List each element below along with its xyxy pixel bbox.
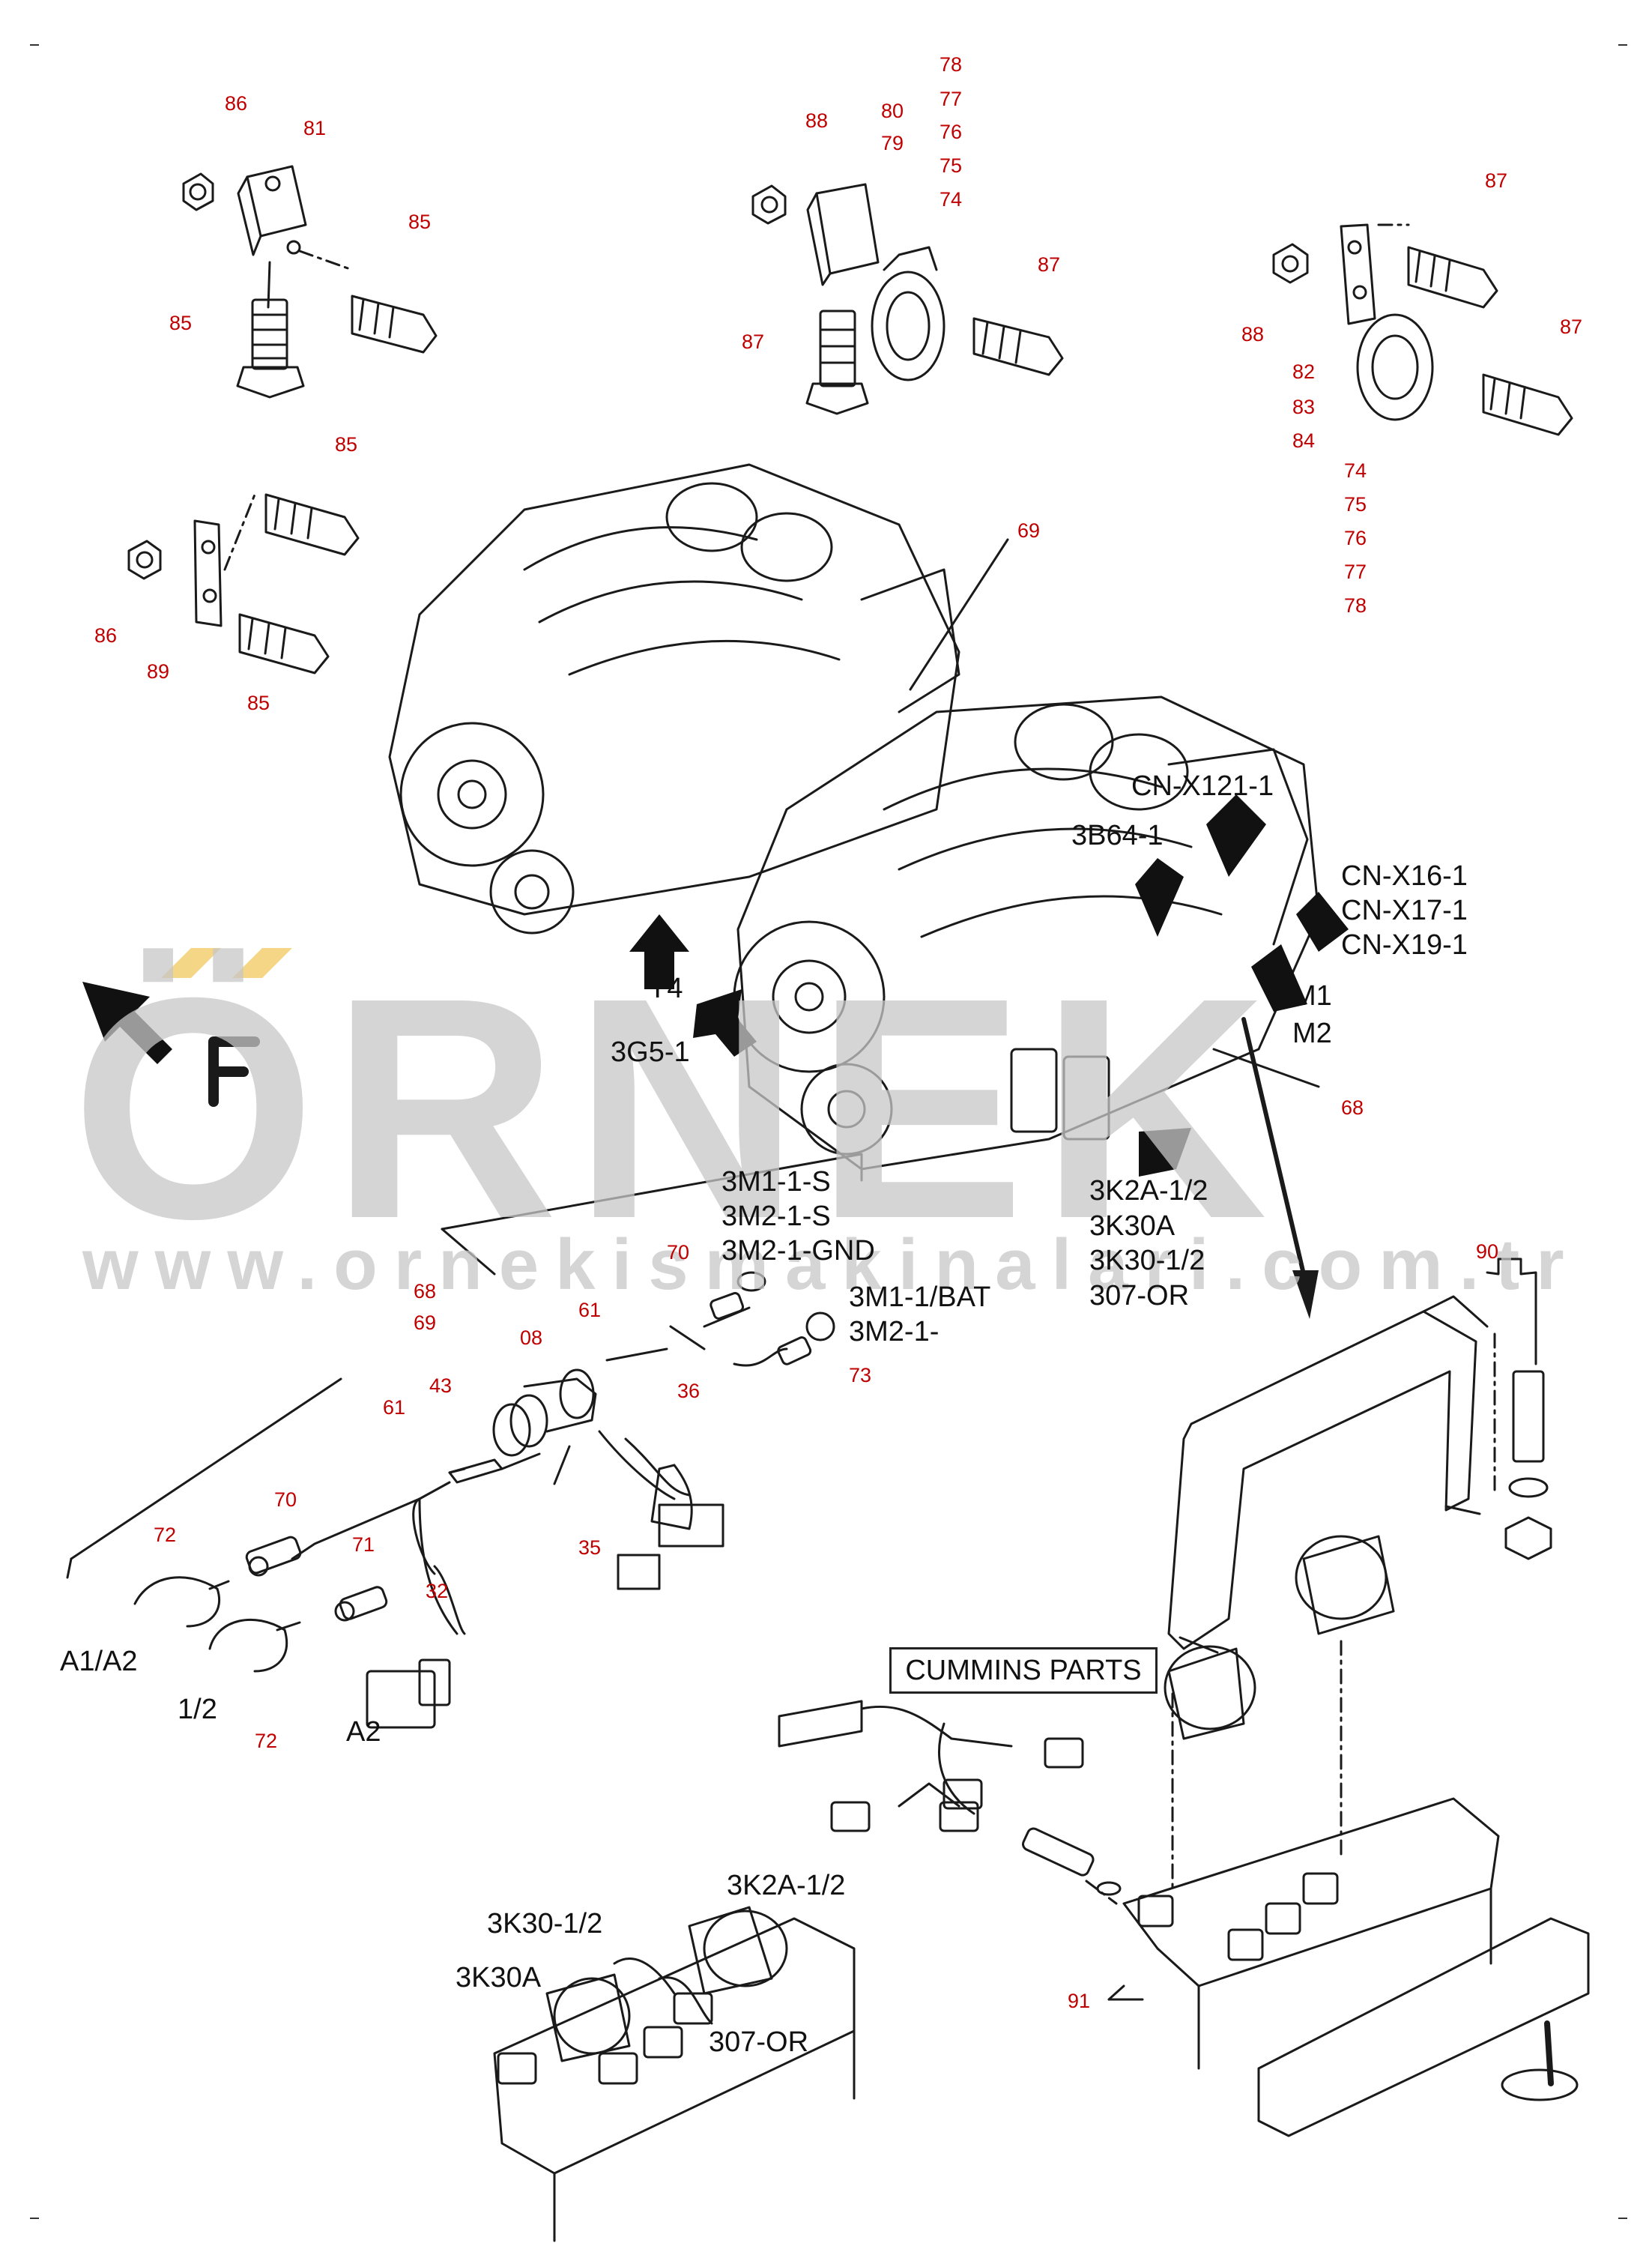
tag-cn-x16-1: CN-X16-1 [1341, 860, 1468, 892]
tag-m2: M2 [1292, 1018, 1332, 1049]
tag-3m1-1-s: 3M1-1-S [721, 1166, 831, 1198]
tag-1-2: 1/2 [178, 1694, 217, 1725]
tag-3m2-1-gnd: 3M2-1-GND [721, 1235, 875, 1267]
part-number-77: 77 [1344, 561, 1367, 583]
part-number-74: 74 [940, 188, 963, 211]
tag-3k30-1-2: 3K30-1/2 [487, 1908, 603, 1940]
part-number-79: 79 [881, 132, 904, 154]
part-number-78: 78 [1344, 594, 1367, 617]
tag-307-or: 307-OR [1089, 1280, 1190, 1311]
part-number-84: 84 [1292, 429, 1316, 452]
tag-3m2-1-s: 3M2-1-S [721, 1201, 831, 1232]
part-number-87: 87 [1038, 253, 1061, 276]
part-number-68: 68 [414, 1280, 437, 1302]
part-number-85: 85 [335, 433, 358, 456]
part-number-90: 90 [1476, 1240, 1499, 1263]
part-number-76: 76 [940, 121, 963, 143]
orientation-F-icon [208, 1036, 260, 1107]
part-number-86: 86 [94, 624, 118, 647]
tag-3b64-1: 3B64-1 [1071, 820, 1164, 851]
solenoid-plate-91 [778, 1535, 1590, 2137]
part-number-87: 87 [742, 330, 765, 353]
pointer-arrows [82, 794, 1349, 1177]
part-number-87: 87 [1560, 316, 1583, 338]
bracket-89-assembly [127, 493, 360, 674]
part-number-86: 86 [225, 92, 248, 115]
part-number-72: 72 [255, 1730, 278, 1752]
leader-68 [1212, 1048, 1320, 1088]
part-number-70: 70 [667, 1241, 690, 1264]
part-number-78: 78 [940, 53, 963, 76]
tag-3k30a: 3K30A [456, 1962, 542, 1993]
part-number-61: 61 [578, 1299, 602, 1321]
part-number-76: 76 [1344, 527, 1367, 549]
part-number-43: 43 [429, 1374, 453, 1397]
page-corner-marks [30, 44, 1627, 2219]
tag-3k30-1-2: 3K30-1/2 [1089, 1245, 1205, 1276]
cable-run [1241, 1017, 1306, 1276]
tag-3k2a-1-2: 3K2A-1/2 [1089, 1175, 1208, 1207]
part-number-74: 74 [1344, 459, 1367, 482]
part-number-88: 88 [805, 109, 829, 132]
tag-3k2a-1-2: 3K2A-1/2 [727, 1870, 846, 1901]
part-number-85: 85 [169, 312, 193, 334]
part-number-88: 88 [1241, 323, 1265, 345]
part-number-82: 82 [1292, 360, 1316, 383]
watermark-umlaut-icon [161, 948, 292, 978]
part-number-85: 85 [247, 692, 270, 714]
part-number-72: 72 [154, 1524, 177, 1546]
tag-cn-x19-1: CN-X19-1 [1341, 929, 1468, 961]
watermark-url: www.ornekismakinalari.com.tr [82, 1225, 1581, 1305]
part-number-85: 85 [408, 211, 432, 233]
watermark-logo: ÖRNEK [71, 933, 1283, 1285]
bracket-81-assembly [182, 165, 438, 399]
tag-y4: Y4 [648, 973, 683, 1004]
part-number-71: 71 [352, 1533, 375, 1556]
part-number-32: 32 [426, 1580, 449, 1602]
solenoid-plate-lower-left [493, 1906, 856, 2242]
bracket-79-80-clamp-assembly [751, 183, 1064, 415]
part-number-68: 68 [1341, 1096, 1364, 1119]
part-number-81: 81 [303, 117, 327, 139]
part-number-73: 73 [849, 1364, 872, 1386]
part-number-77: 77 [940, 88, 963, 110]
part-number-35: 35 [578, 1536, 602, 1559]
part-number-69: 69 [1017, 519, 1041, 542]
part-number-75: 75 [1344, 493, 1367, 516]
part-number-36: 36 [677, 1380, 701, 1402]
part-number-89: 89 [147, 660, 170, 683]
tag-cn-x17-1: CN-X17-1 [1341, 895, 1468, 926]
part-number-70: 70 [274, 1488, 297, 1511]
leader-69 [909, 538, 1009, 691]
tag-m1: M1 [1292, 980, 1332, 1012]
bracket-82-84-clamp-assembly [1272, 223, 1573, 436]
cummins-parts-label: CUMMINS PARTS [889, 1647, 1158, 1694]
tag-3g5-1: 3G5-1 [611, 1036, 690, 1068]
part-number-91: 91 [1068, 1990, 1091, 2012]
tag-3k30a: 3K30A [1089, 1210, 1176, 1242]
engine-left [388, 463, 960, 935]
part-number-61: 61 [383, 1396, 406, 1419]
tag-a1-a2: A1/A2 [60, 1646, 138, 1677]
part-number-75: 75 [940, 154, 963, 177]
part-number-87: 87 [1485, 169, 1508, 192]
tag-a2: A2 [346, 1716, 381, 1748]
harness-68-69-assembly [66, 1153, 863, 1729]
tag-3m2-1: 3M2-1- [849, 1316, 940, 1347]
part-number-08: 08 [520, 1326, 543, 1349]
part-number-83: 83 [1292, 396, 1316, 418]
part-number-80: 80 [881, 100, 904, 122]
tag-cn-x121-1: CN-X121-1 [1131, 770, 1274, 802]
frame-bracket-90 [1167, 1258, 1552, 1654]
tag-307-or: 307-OR [709, 2026, 809, 2058]
part-number-69: 69 [414, 1311, 437, 1334]
tag-3m1-1-bat: 3M1-1/BAT [849, 1282, 991, 1313]
